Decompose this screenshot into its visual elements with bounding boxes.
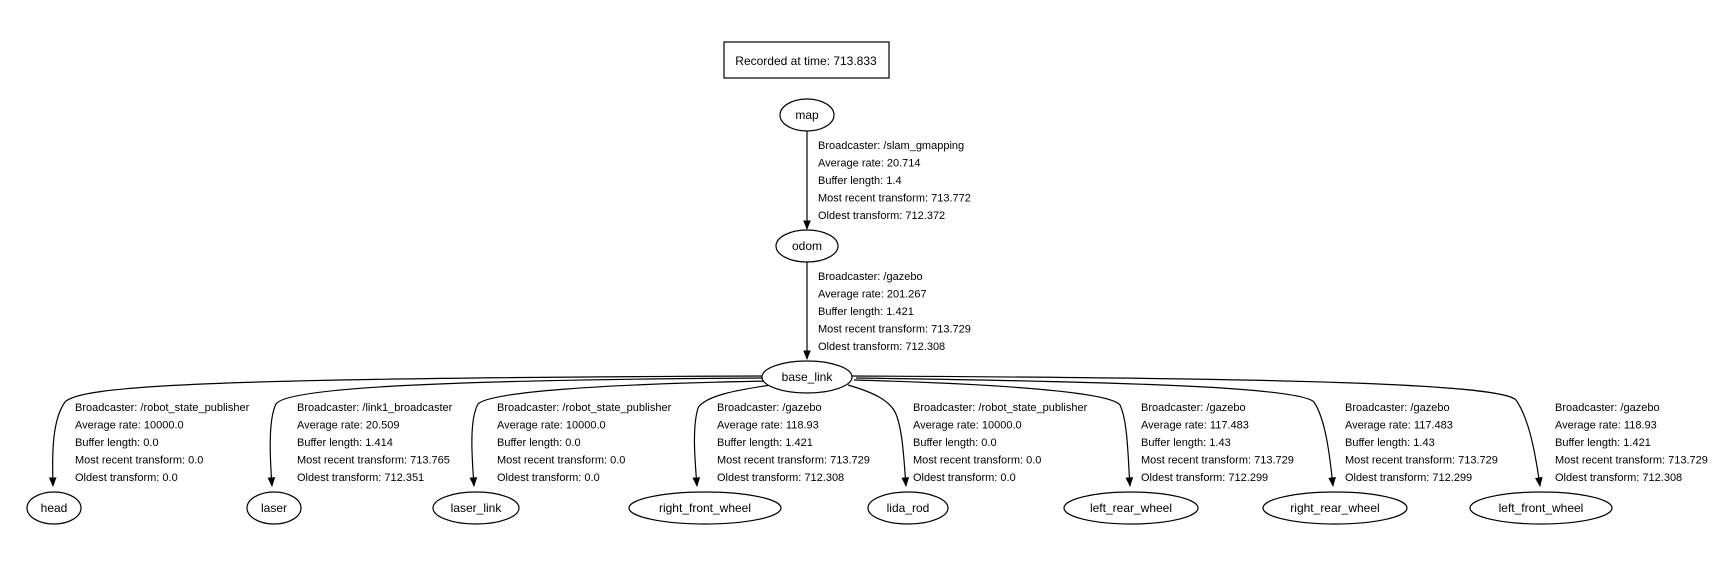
node-base_link[interactable]: base_link bbox=[761, 360, 853, 394]
node-head[interactable]: head bbox=[26, 491, 82, 525]
edge-base-left_front_wheel bbox=[851, 375, 1543, 487]
node-laser[interactable]: laser bbox=[246, 491, 302, 525]
node-map[interactable]: map bbox=[779, 98, 835, 132]
node-left_front_wheel[interactable]: left_front_wheel bbox=[1469, 491, 1613, 525]
edge-base-left_rear_wheel bbox=[853, 379, 1134, 487]
node-right_front_wheel-label: right_front_wheel bbox=[659, 501, 751, 515]
edge-label-base-left_rear_wheel: Broadcaster: /gazebo Average rate: 117.4… bbox=[1141, 402, 1297, 484]
edges bbox=[48, 131, 1543, 487]
edge-label-base-right_front_wheel: Broadcaster: /gazebo Average rate: 118.9… bbox=[717, 402, 873, 484]
node-laser_link[interactable]: laser_link bbox=[432, 491, 520, 525]
edge-base-right_front_wheel bbox=[692, 383, 779, 487]
nodes: map odom base_link head laser laser_link… bbox=[26, 98, 1613, 525]
node-laser-label: laser bbox=[261, 501, 287, 515]
node-odom[interactable]: odom bbox=[775, 229, 839, 263]
node-right_front_wheel[interactable]: right_front_wheel bbox=[628, 491, 782, 525]
recorded-time-box: Recorded at time: 713.833 bbox=[723, 41, 890, 79]
edge-label-odom-base_link: Broadcaster: /gazebo Average rate: 201.2… bbox=[818, 271, 974, 353]
node-left_rear_wheel-label: left_rear_wheel bbox=[1090, 501, 1172, 515]
edge-label-base-right_rear_wheel: Broadcaster: /gazebo Average rate: 117.4… bbox=[1345, 402, 1501, 484]
node-left_rear_wheel[interactable]: left_rear_wheel bbox=[1063, 491, 1199, 525]
edge-labels: Broadcaster: /slam_gmapping Average rate… bbox=[75, 140, 1711, 484]
node-base_link-label: base_link bbox=[782, 370, 834, 384]
node-lida_rod[interactable]: lida_rod bbox=[867, 491, 949, 525]
edge-base-head bbox=[48, 375, 765, 487]
edge-base-right_rear_wheel bbox=[855, 377, 1336, 487]
edge-label-base-head: Broadcaster: /robot_state_publisher Aver… bbox=[75, 402, 252, 484]
edge-label-base-laser_link: Broadcaster: /robot_state_publisher Aver… bbox=[497, 402, 674, 484]
edge-label-map-odom: Broadcaster: /slam_gmapping Average rate… bbox=[818, 140, 974, 222]
node-left_front_wheel-label: left_front_wheel bbox=[1499, 501, 1584, 515]
edge-label-base-laser: Broadcaster: /link1_broadcaster Average … bbox=[297, 402, 455, 484]
edge-base-laser_link bbox=[469, 380, 771, 487]
node-head-label: head bbox=[41, 501, 68, 515]
node-laser_link-label: laser_link bbox=[451, 501, 503, 515]
node-lida_rod-label: lida_rod bbox=[887, 501, 930, 515]
node-odom-label: odom bbox=[792, 239, 822, 253]
node-right_rear_wheel-label: right_rear_wheel bbox=[1290, 501, 1379, 515]
node-right_rear_wheel[interactable]: right_rear_wheel bbox=[1262, 491, 1408, 525]
edge-label-base-left_front_wheel: Broadcaster: /gazebo Average rate: 118.9… bbox=[1555, 402, 1711, 484]
edge-label-base-lida_rod: Broadcaster: /robot_state_publisher Aver… bbox=[913, 402, 1090, 484]
edge-base-lida_rod bbox=[847, 384, 910, 487]
edge-base-laser bbox=[267, 377, 767, 487]
recorded-time-label: Recorded at time: 713.833 bbox=[735, 54, 877, 68]
node-map-label: map bbox=[795, 108, 819, 122]
